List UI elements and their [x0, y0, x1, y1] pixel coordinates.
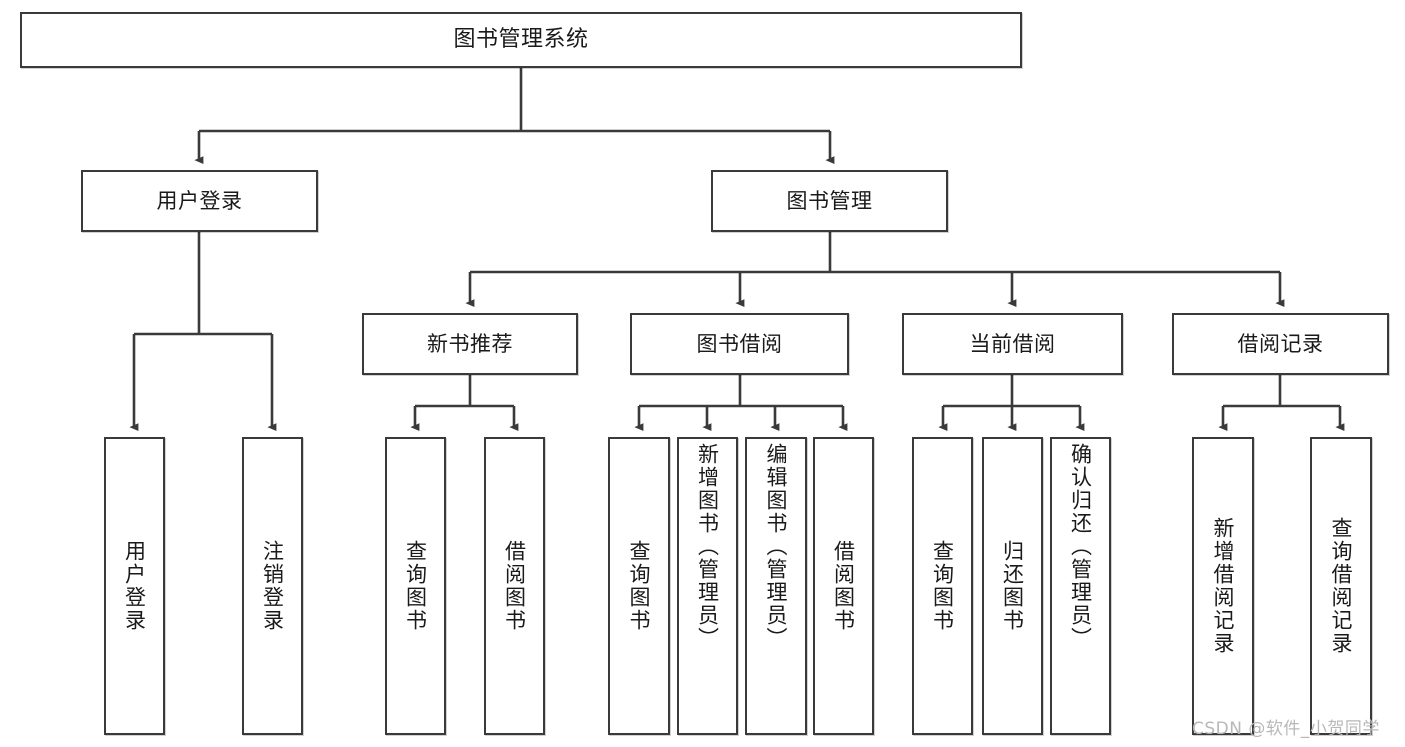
leaf-logout-login[interactable]: 注销登录	[242, 437, 303, 735]
node-label: 编辑图书（管理员）	[764, 443, 789, 650]
node-label: 新增借阅记录	[1211, 517, 1236, 655]
node-root-book-management-system[interactable]: 图书管理系统	[20, 12, 1022, 68]
leaf-query-borrow-record[interactable]: 查询借阅记录	[1310, 437, 1372, 735]
node-current-borrow[interactable]: 当前借阅	[902, 313, 1123, 375]
node-user-login[interactable]: 用户登录	[81, 170, 318, 232]
node-label: 新书推荐	[427, 331, 513, 356]
leaf-user-login[interactable]: 用户登录	[104, 437, 165, 735]
watermark-text: CSDN @软件_小贺同学	[1192, 719, 1380, 739]
leaf-edit-book[interactable]: 编辑图书（管理员）	[745, 437, 807, 735]
leaf-confirm-return[interactable]: 确认归还（管理员）	[1050, 437, 1111, 735]
node-borrow-record[interactable]: 借阅记录	[1172, 313, 1389, 375]
node-label: 查询图书	[930, 540, 955, 632]
leaf-add-book[interactable]: 新增图书（管理员）	[677, 437, 738, 735]
node-book-manage[interactable]: 图书管理	[711, 170, 948, 232]
leaf-add-borrow-record[interactable]: 新增借阅记录	[1192, 437, 1254, 735]
node-label: 图书管理系统	[453, 27, 589, 53]
node-new-book-recommend[interactable]: 新书推荐	[362, 313, 578, 375]
node-book-borrow[interactable]: 图书借阅	[630, 313, 849, 375]
node-label: 借阅图书	[831, 540, 856, 632]
leaf-borrow-book-1[interactable]: 借阅图书	[484, 437, 545, 735]
node-label: 查询借阅记录	[1329, 517, 1354, 655]
node-label: 用户登录	[156, 188, 243, 213]
node-label: 当前借阅	[969, 331, 1056, 356]
node-label: 借阅记录	[1237, 331, 1324, 356]
leaf-borrow-book-2[interactable]: 借阅图书	[813, 437, 874, 735]
node-label: 归还图书	[1000, 540, 1025, 632]
leaf-query-book-3[interactable]: 查询图书	[912, 437, 973, 735]
node-label: 查询图书	[403, 540, 428, 632]
leaf-return-book[interactable]: 归还图书	[982, 437, 1043, 735]
node-label: 借阅图书	[502, 540, 527, 632]
node-label: 图书借阅	[696, 331, 783, 356]
node-label: 用户登录	[122, 540, 147, 632]
node-label: 查询图书	[627, 540, 652, 632]
node-label: 确认归还（管理员）	[1068, 443, 1093, 650]
leaf-query-book-1[interactable]: 查询图书	[385, 437, 446, 735]
node-label: 注销登录	[260, 540, 285, 632]
node-label: 图书管理	[786, 188, 873, 213]
leaf-query-book-2[interactable]: 查询图书	[608, 437, 670, 735]
node-label: 新增图书（管理员）	[695, 443, 720, 650]
